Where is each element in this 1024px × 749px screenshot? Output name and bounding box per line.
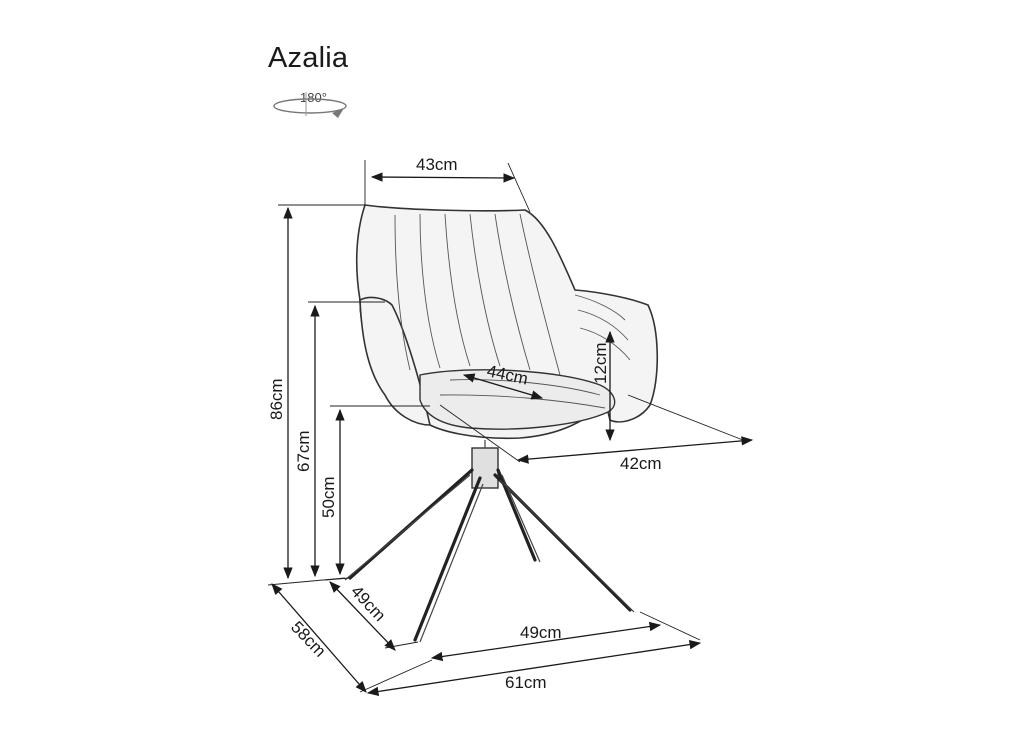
label-total-depth: 58cm	[287, 618, 330, 661]
label-seat-width: 42cm	[620, 454, 662, 473]
label-armrest-height: 67cm	[294, 430, 313, 472]
rotate-180-icon	[273, 92, 347, 118]
dim-total-height: 86cm	[267, 204, 365, 580]
dim-seat-width: 42cm	[439, 394, 754, 473]
dim-total-width: 61cm	[366, 611, 702, 697]
dim-seat-height: 50cm	[319, 405, 430, 576]
dim-base-depth: 49cm	[324, 577, 419, 651]
dim-backrest-width: 43cm	[364, 155, 531, 213]
label-base-width: 49cm	[520, 623, 562, 642]
rotation-label: 180°	[300, 90, 327, 105]
label-total-height: 86cm	[267, 378, 286, 420]
label-armrest-above-seat: 12cm	[591, 342, 610, 384]
dim-armrest-height: 67cm	[294, 301, 385, 578]
label-total-width: 61cm	[505, 673, 547, 692]
label-backrest-width: 43cm	[416, 155, 458, 174]
dim-armrest-above-seat: 12cm	[591, 330, 615, 442]
dim-base-width: 49cm	[430, 621, 662, 662]
label-seat-height: 50cm	[319, 476, 338, 518]
label-base-depth: 49cm	[347, 582, 389, 625]
product-title: Azalia	[268, 42, 349, 74]
